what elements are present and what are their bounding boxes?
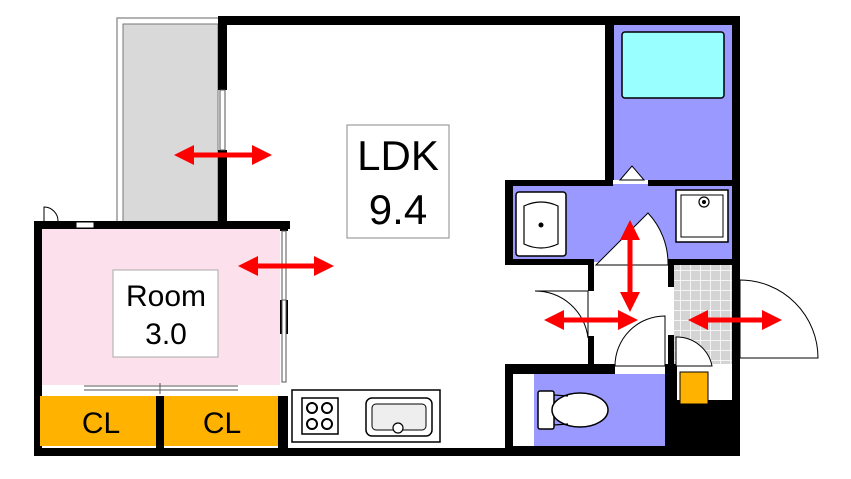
walls <box>34 16 740 456</box>
closet-right-label: CL <box>203 407 241 440</box>
shoe-box-icon <box>679 371 709 405</box>
room-name: Room <box>126 280 206 313</box>
washing-machine-pan-icon <box>675 189 729 243</box>
closet-left-label: CL <box>82 407 120 440</box>
room-window <box>84 383 238 394</box>
balcony-sliding-window <box>219 89 226 151</box>
balcony <box>116 17 222 224</box>
kitchen-counter <box>291 389 441 443</box>
room-sliding-door <box>281 230 287 383</box>
circulation-arrows <box>174 145 782 330</box>
washbasin-icon <box>515 191 567 257</box>
kitchen-sink-icon <box>365 397 433 437</box>
ldk-label: LDK 9.4 <box>346 124 450 239</box>
ldk-size: 9.4 <box>369 186 427 233</box>
bathtub-icon <box>621 31 725 99</box>
room-label: Room 3.0 <box>112 269 219 358</box>
room-top-window <box>43 206 95 229</box>
room-size: 3.0 <box>145 318 187 351</box>
gas-stove-icon <box>301 397 339 435</box>
closets: CL CL <box>40 396 288 448</box>
toilet-icon <box>537 390 609 430</box>
bath-door-icon <box>618 165 646 181</box>
ldk-name: LDK <box>357 132 439 179</box>
